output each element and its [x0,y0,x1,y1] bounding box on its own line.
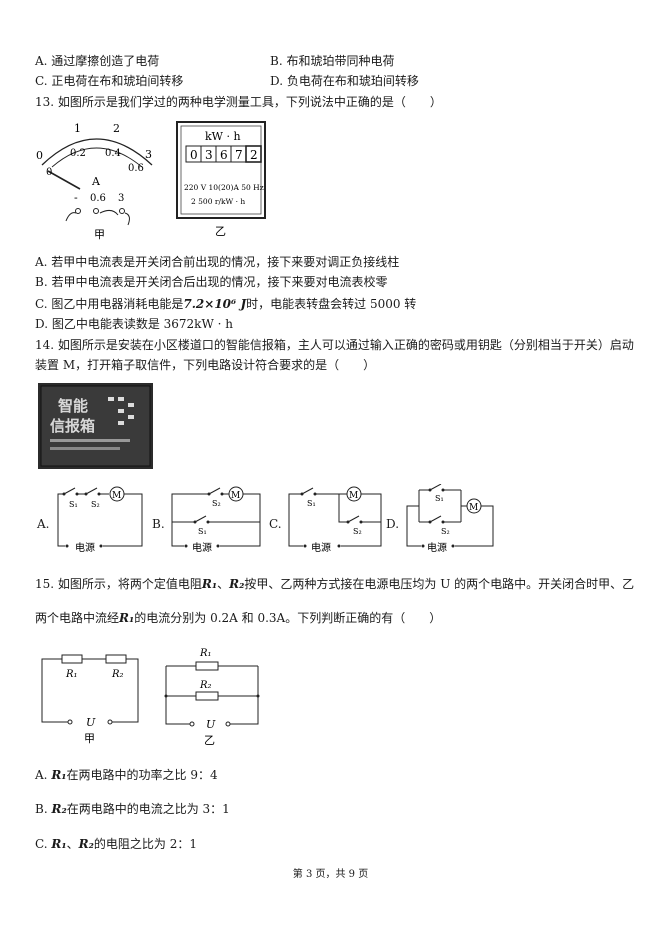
q14-circuit-b: M S₂ S₁ 电源 [171,486,261,554]
switch-s1-b: S₁ [198,527,207,536]
meter-caption: 乙 [215,225,226,238]
q14-label-d: D. [386,517,400,531]
motor-label-b: M [231,491,240,501]
ammeter-caption: 甲 [94,228,105,241]
meter-digit-3: 6 [220,148,228,162]
switch-s2-c: S₂ [353,527,362,536]
source-label-d: 电源 [427,541,447,554]
ammeter-tick-2: 2 [113,122,120,135]
ammeter-terminal-3: 3 [118,193,124,204]
source-label-b: 电源 [192,541,212,554]
ammeter-unit: A [91,175,101,188]
q14-label-b: B. [152,517,165,531]
q15-circuit-jia: R₁ R₂ U 甲 [41,654,139,745]
switch-s2-b: S₂ [212,499,221,508]
meter-digit-5: 2 [250,148,258,162]
ammeter-tick-3: 3 [145,148,152,161]
page-footer: 第 3 页，共 9 页 [292,869,369,880]
q13-stem: 13. 如图所示是我们学过的两种电学测量工具，下列说法中正确的是（ ） [35,95,442,109]
meter-unit: kW · h [205,130,241,143]
q13-option-c: C. 图乙中用电器消耗电能是7.2×10⁶ J时，电能表转盘会转过 5000 转 [35,297,417,311]
q14-stem-line2: 装置 M，打开箱子取信件，下列电路设计符合要求的是（ ） [35,358,376,372]
meter-spec1: 220 V 10(20)A 50 Hz [184,183,264,192]
ammeter-tick-b3: 0.6 [128,163,144,174]
q14-label-c: C. [269,517,282,531]
meter-digit-2: 3 [205,148,213,162]
ammeter-tick-b1: 0.2 [70,148,86,159]
energy-meter-figure: kW · h 0 3 6 7 2 220 V 10(20)A 50 Hz 2 5… [176,121,266,238]
q13-option-d: D. 图乙中电能表读数是 3672kW · h [35,317,233,331]
q14-circuit-a: M S₁ S₂ 电源 [57,486,143,554]
motor-label-a: M [112,491,121,501]
r2-label-jia: R₂ [111,669,124,680]
q15-circuit-yi: R₁ R₂ U 乙 [164,648,260,747]
q14-circuit-d: M S₁ S₂ 电源 [406,484,494,554]
q13-option-a: A. 若甲中电流表是开关闭合前出现的情况，接下来要对调正负接线柱 [35,255,400,269]
source-label-c: 电源 [311,541,331,554]
q14-stem-line1: 14. 如图所示是安装在小区楼道口的智能信报箱，主人可以通过输入正确的密码或用钥… [35,338,634,352]
meter-digit-1: 0 [190,148,198,162]
q14-circuit-c: M S₁ S₂ 电源 [288,486,382,554]
mailbox-photo-title: 智能 [58,397,88,415]
ammeter-tick-b0: 0 [46,167,52,178]
switch-s2-a: S₂ [91,500,100,509]
u-label-jia: U [86,716,96,729]
motor-label-d: M [469,503,478,513]
ammeter-tick-1: 1 [74,122,81,135]
switch-s1-a: S₁ [69,500,78,509]
q15-option-c: C. R₁、R₂的电阻之比为 2：1 [35,837,197,851]
switch-s2-d: S₂ [441,527,450,536]
q12-option-a: A. 通过摩擦创造了电荷 [35,54,160,68]
mailbox-photo: 智能 信报箱 [38,383,153,469]
mailbox-photo-subtitle: 信报箱 [50,417,95,435]
motor-label-c: M [349,491,358,501]
caption-jia: 甲 [84,732,95,745]
q15-stem-line1: 15. 如图所示，将两个定值电阻R₁、R₂按甲、乙两种方式接在电源电压均为 U … [35,577,635,591]
ammeter-terminal-06: 0.6 [90,193,106,204]
r1-label-jia: R₁ [65,669,78,680]
q13-option-b: B. 若甲中电流表是开关闭合后出现的情况，接下来要对电流表校零 [35,275,388,289]
switch-s1-d: S₁ [435,494,444,503]
ammeter-tick-b2: 0.4 [105,148,121,159]
q14-label-a: A. [37,517,50,531]
switch-s1-c: S₁ [307,499,316,508]
q15-stem-line2: 两个电路中流经R₁的电流分别为 0.2A 和 0.3A。下列判断正确的有（ ） [35,611,442,625]
q15-option-b: B. R₂在两电路中的电流之比为 3：1 [35,802,230,816]
q12-option-d: D. 负电荷在布和琥珀间转移 [270,74,419,88]
q15-option-a: A. R₁在两电路中的功率之比 9：4 [35,768,218,782]
u-label-yi: U [206,718,216,731]
caption-yi: 乙 [204,734,215,747]
ammeter-figure: 0 1 2 3 0 0.2 0.4 0.6 A - 0.6 3 甲 [36,122,153,241]
r2-label-yi: R₂ [199,680,212,691]
ammeter-tick-0: 0 [36,149,43,162]
meter-spec2: 2 500 r/kW · h [191,197,245,206]
source-label-a: 电源 [75,541,95,554]
meter-digit-4: 7 [235,148,243,162]
q12-option-c: C. 正电荷在布和琥珀间转移 [35,74,184,88]
q12-option-b: B. 布和琥珀带同种电荷 [270,54,395,68]
ammeter-terminal-neg: - [74,191,78,204]
r1-label-yi: R₁ [199,648,212,659]
